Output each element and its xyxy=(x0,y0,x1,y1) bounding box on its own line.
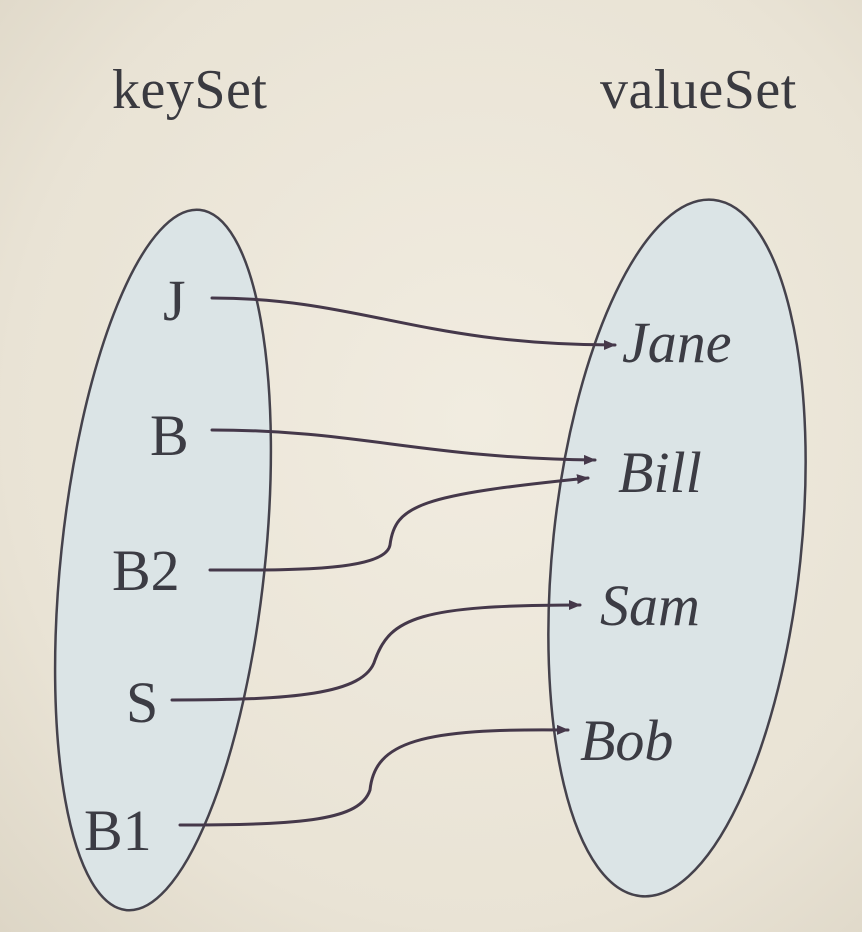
arrow-s-to-sam xyxy=(170,600,582,702)
keyset-title: keySet xyxy=(112,59,268,121)
arrow-b1-to-bob xyxy=(178,724,570,827)
value-label-bob: Bob xyxy=(580,708,673,773)
arrow-j-to-jane xyxy=(210,296,617,350)
value-label-sam: Sam xyxy=(600,573,700,638)
key-label-b2: B2 xyxy=(112,538,180,603)
key-label-b1: B1 xyxy=(84,798,152,863)
key-label-b: B xyxy=(150,403,189,468)
arrow-b-to-bill xyxy=(210,428,597,465)
value-label-bill: Bill xyxy=(618,440,702,505)
key-label-j: J xyxy=(163,268,186,333)
value-label-jane: Jane xyxy=(622,310,732,375)
key-label-s: S xyxy=(126,670,158,735)
arrow-b2-to-bill xyxy=(208,474,590,572)
valueset-title: valueSet xyxy=(600,59,797,121)
valueset-ellipse xyxy=(547,198,807,898)
